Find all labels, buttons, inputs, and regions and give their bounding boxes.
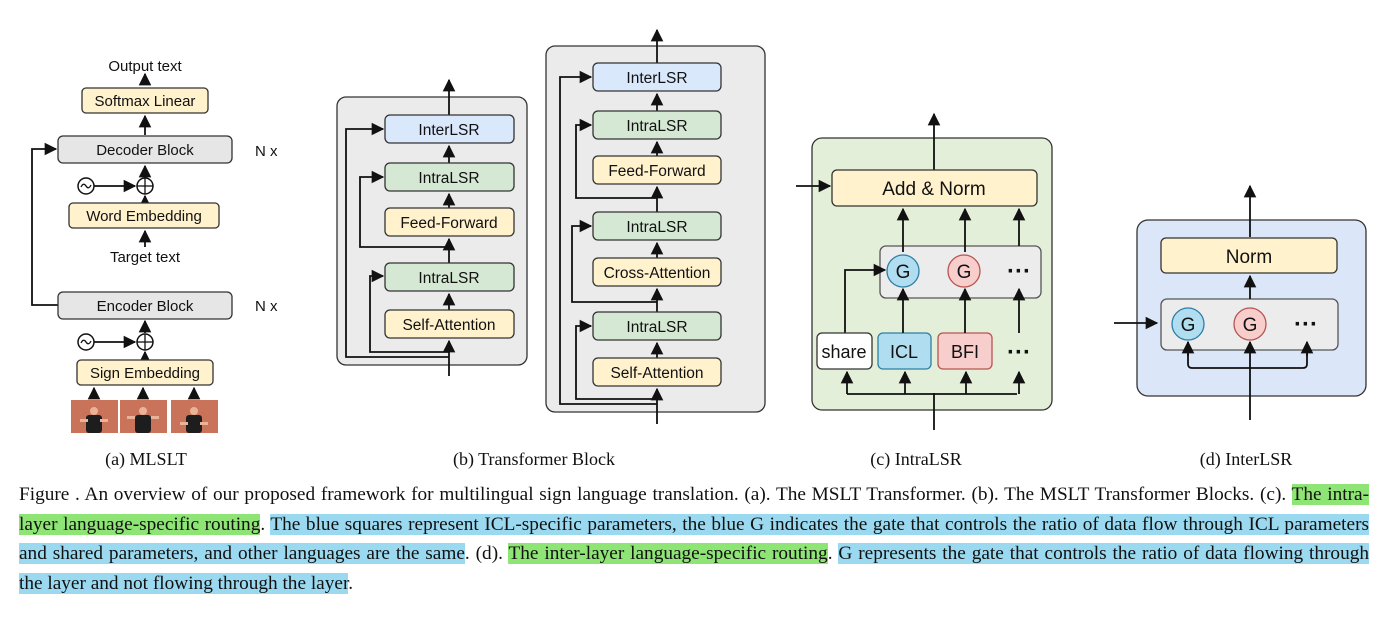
share-box — [816, 332, 873, 370]
panel-d-caption: (d) InterLSR — [1200, 449, 1292, 470]
panel-b-encoder-block: InterLSR IntraLSR Feed-Forward IntraLSR … — [336, 78, 528, 376]
decoder-block-label: Decoder Block — [96, 142, 194, 159]
add-norm-box — [831, 169, 1038, 207]
sign-embedding-box — [76, 359, 214, 386]
cross-attention-box — [592, 257, 722, 287]
more-languages-ellipsis: ··· — [1007, 339, 1031, 366]
feed-forward-box — [592, 155, 722, 185]
share-label: share — [821, 342, 866, 362]
self-attention-label: Self-Attention — [402, 317, 495, 334]
output-text-label: Output text — [108, 58, 182, 75]
self-attention-label: Self-Attention — [610, 365, 703, 382]
encoder-nx-label: N x — [255, 298, 278, 315]
intralsr-label: IntraLSR — [418, 270, 479, 287]
more-gates-ellipsis: ··· — [1294, 311, 1318, 338]
icl-label: ICL — [890, 342, 918, 362]
caption-text: . — [260, 513, 271, 535]
word-embedding-label: Word Embedding — [86, 208, 202, 225]
decoder-block-box — [57, 135, 233, 164]
encoder-block-box — [57, 291, 233, 320]
add-norm-label: Add & Norm — [882, 179, 985, 200]
intralsr-label: IntraLSR — [626, 319, 687, 336]
sign-video-frame — [71, 400, 118, 433]
gate-label: G — [957, 262, 972, 283]
intralsr-box — [592, 311, 722, 341]
intralsr-box — [592, 211, 722, 241]
figure-caption: Figure . An overview of our proposed fra… — [19, 480, 1369, 598]
intralsr-label: IntraLSR — [626, 219, 687, 236]
panel-a-mlslt: Output text Softmax Linear Decoder Block… — [31, 58, 278, 470]
framework-figure: Output text Softmax Linear Decoder Block… — [31, 28, 1367, 470]
sign-video-frame — [120, 400, 167, 433]
target-text-label: Target text — [110, 249, 181, 266]
interlsr-box — [384, 114, 515, 144]
intralsr-label: IntraLSR — [418, 170, 479, 187]
softmax-linear-box — [81, 87, 209, 114]
panel-a-caption: (a) MLSLT — [105, 449, 187, 470]
interlsr-label: InterLSR — [418, 122, 479, 139]
gate-label: G — [1181, 315, 1196, 336]
sign-embedding-label: Sign Embedding — [90, 365, 200, 382]
intralsr-box — [592, 110, 722, 140]
panel-c-intralsr: Add & Norm G G ··· share ICL BFI ··· (c)… — [796, 112, 1053, 470]
interlsr-label: InterLSR — [626, 70, 687, 87]
panel-c-caption: (c) IntraLSR — [870, 449, 961, 470]
gate-label: G — [896, 262, 911, 283]
self-attention-box — [384, 309, 515, 339]
caption-text: . (d). — [464, 543, 509, 564]
softmax-linear-label: Softmax Linear — [95, 93, 196, 110]
intralsr-box — [384, 262, 515, 292]
panel-b-decoder-block: InterLSR IntraLSR Feed-Forward IntraLSR … — [453, 28, 766, 470]
bfi-label: BFI — [951, 342, 979, 362]
caption-highlight-green: The inter-layer language-specific routin… — [508, 543, 828, 564]
gate-icon — [1171, 307, 1205, 341]
norm-box — [1160, 237, 1338, 274]
gate-icon — [1233, 307, 1267, 341]
cross-attention-label: Cross-Attention — [604, 265, 711, 282]
intralsr-box — [384, 162, 515, 192]
more-gates-ellipsis: ··· — [1007, 258, 1031, 285]
interlsr-box — [592, 62, 722, 92]
icl-parameters-box — [877, 332, 932, 370]
word-embedding-box — [68, 202, 220, 229]
feed-forward-label: Feed-Forward — [400, 215, 497, 232]
gate-icl-icon — [886, 254, 920, 288]
norm-label: Norm — [1226, 247, 1272, 268]
sign-video-frame — [171, 400, 218, 433]
panel-b-caption: (b) Transformer Block — [453, 449, 615, 470]
panel-d-interlsr: Norm G G ··· (d) InterLSR — [1114, 184, 1367, 470]
encoder-block-label: Encoder Block — [97, 298, 194, 315]
gate-bfi-icon — [947, 254, 981, 288]
gate-label: G — [1243, 315, 1258, 336]
caption-text: Figure . An overview of our proposed fra… — [19, 484, 1292, 505]
feed-forward-box — [384, 207, 515, 237]
decoder-nx-label: N x — [255, 143, 278, 160]
caption-text: . — [827, 543, 839, 564]
self-attention-box — [592, 357, 722, 387]
intralsr-label: IntraLSR — [626, 118, 687, 135]
feed-forward-label: Feed-Forward — [608, 163, 705, 180]
caption-text: . — [348, 572, 354, 594]
